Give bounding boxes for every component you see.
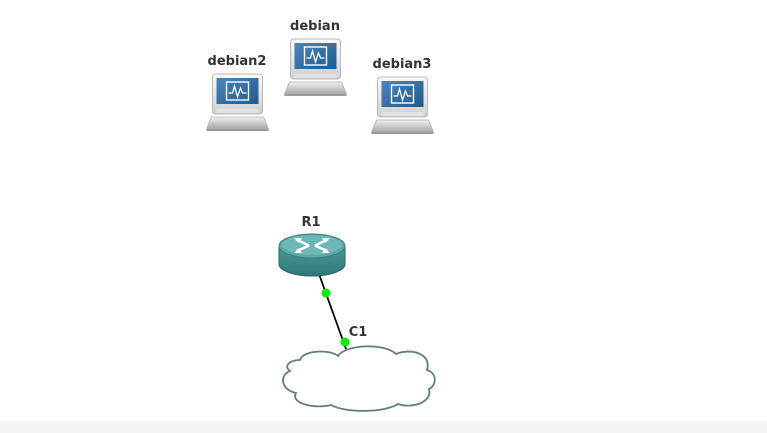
computer-icon <box>205 73 270 132</box>
cloud-icon <box>282 345 436 412</box>
node-debian3[interactable]: debian3 <box>370 57 435 135</box>
node-c1[interactable]: C1 <box>282 325 436 412</box>
node-debian[interactable]: debian <box>283 19 348 97</box>
node-debian2[interactable]: debian2 <box>205 54 270 132</box>
node-label-r1: R1 <box>301 215 320 230</box>
computer-icon <box>370 76 435 135</box>
node-label-debian2: debian2 <box>208 54 267 69</box>
canvas-bottom-edge <box>0 421 767 433</box>
link-r1-c1[interactable] <box>318 273 347 350</box>
node-label-c1: C1 <box>349 325 368 340</box>
port-status-c1 <box>340 337 350 347</box>
node-label-debian3: debian3 <box>373 57 432 72</box>
computer-icon <box>283 38 348 97</box>
port-status-r1 <box>321 288 331 298</box>
node-r1[interactable]: R1 <box>278 215 346 277</box>
node-label-debian: debian <box>290 19 340 34</box>
router-icon <box>278 233 346 277</box>
